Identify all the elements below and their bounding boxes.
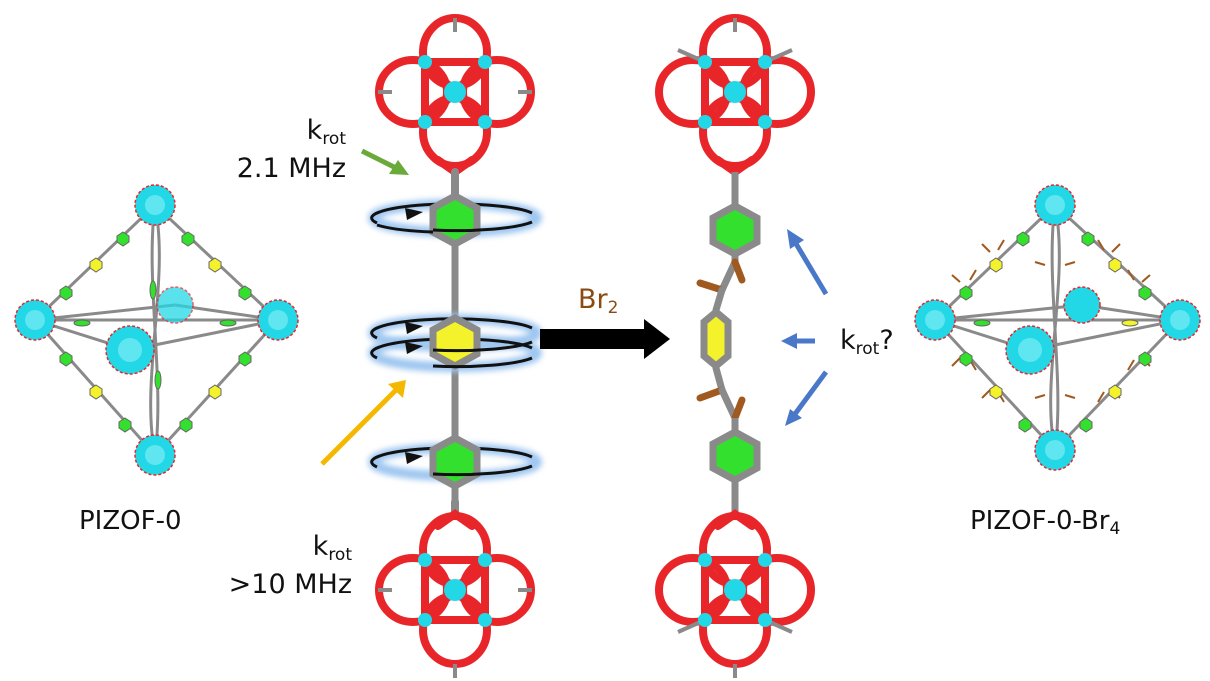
pizof-0-br4-green-ring xyxy=(1016,231,1030,247)
middle-yellow-ring xyxy=(429,314,481,370)
pizof-0-framework xyxy=(14,184,299,476)
k-rot-top-value: 2.1 MHz xyxy=(236,153,346,184)
top-cluster-br xyxy=(655,14,815,170)
pizof-0-yellow-ring xyxy=(208,384,222,400)
pizof-0-br4-cluster xyxy=(1063,286,1101,324)
pizof-0-br4-yellow-ring xyxy=(1108,384,1122,400)
k-rot-bottom-label: krot >10 MHz xyxy=(220,532,352,600)
green-arrow xyxy=(360,148,409,175)
pizof-0-green-ring xyxy=(118,417,132,433)
pizof-0-green-ring xyxy=(179,417,193,433)
pizof-0-cluster xyxy=(105,325,155,375)
rotation-arrowhead xyxy=(405,322,423,334)
k-rot-bottom-symbol: krot xyxy=(312,531,352,566)
pizof-0-cluster xyxy=(134,434,176,476)
pizof-0-green-ring xyxy=(238,285,252,301)
pizof-0-yellow-ring xyxy=(89,384,103,400)
pizof-0-cluster xyxy=(257,299,299,341)
pizof-0-br4-cluster xyxy=(1034,184,1076,226)
rotation-arrowhead xyxy=(405,342,423,354)
bottom-cluster xyxy=(375,512,535,678)
reaction-arrow xyxy=(540,319,670,359)
k-rot-top-symbol: krot xyxy=(306,115,346,150)
rotation-arrowhead xyxy=(405,208,423,220)
bottom-cluster-br xyxy=(655,512,815,678)
pizof-0-br4-green-ring xyxy=(959,351,973,367)
pizof-0-br4-cluster xyxy=(914,299,956,341)
pizof-0-green-ring xyxy=(238,351,252,367)
top-green-ring-br xyxy=(709,202,761,258)
orange-arrow xyxy=(320,380,406,466)
top-green-ring xyxy=(429,192,481,248)
linker-pristine xyxy=(368,14,542,678)
rotation-arrowhead xyxy=(405,452,423,464)
pizof-0-cluster xyxy=(134,184,176,226)
pizof-0-br4-framework xyxy=(914,184,1201,471)
reagent-label: Br2 xyxy=(578,284,619,318)
bottom-green-ring-br xyxy=(709,428,761,484)
k-rot-bottom-value: >10 MHz xyxy=(228,569,352,600)
pizof-0-cluster xyxy=(156,286,194,324)
pizof-0-br4-yellow-ring xyxy=(1108,257,1122,273)
linker-brominated xyxy=(655,14,815,678)
pizof-0-br4-yellow-ring xyxy=(989,384,1003,400)
pizof-0-label: PIZOF-0 xyxy=(79,506,182,536)
pizof-0-green-ring xyxy=(59,285,73,301)
pizof-0-green-ring xyxy=(116,231,130,247)
middle-yellow-ring-br xyxy=(700,307,732,371)
pizof-0-br4-green-ring xyxy=(1081,231,1095,247)
pizof-0-cluster xyxy=(14,299,56,341)
pizof-0-green-ring xyxy=(181,231,195,247)
pizof-0-green-ring xyxy=(59,351,73,367)
pizof-0-br4-green-ring xyxy=(1138,285,1152,301)
pizof-0-yellow-ring xyxy=(208,257,222,273)
pizof-0-br4-cluster xyxy=(1034,429,1076,471)
pizof-0-yellow-ring xyxy=(89,257,103,273)
blue-arrows xyxy=(781,229,829,426)
top-cluster xyxy=(375,14,535,170)
k-rot-question-label: krot? xyxy=(840,325,894,359)
pizof-0-br4-green-ring xyxy=(1079,417,1093,433)
pizof-0-br4-cluster xyxy=(1005,325,1055,375)
k-rot-top-label: krot 2.1 MHz xyxy=(226,116,346,184)
pizof-0-br4-green-ring xyxy=(959,285,973,301)
pizof-0-br4-green-ring xyxy=(1018,417,1032,433)
pizof-0-br4-yellow-ring xyxy=(989,257,1003,273)
bottom-green-ring xyxy=(429,434,481,490)
pizof-0-br4-cluster xyxy=(1159,299,1201,341)
pizof-0-br4-label: PIZOF-0-Br4 xyxy=(970,506,1121,539)
pizof-0-br4-green-ring xyxy=(1138,351,1152,367)
